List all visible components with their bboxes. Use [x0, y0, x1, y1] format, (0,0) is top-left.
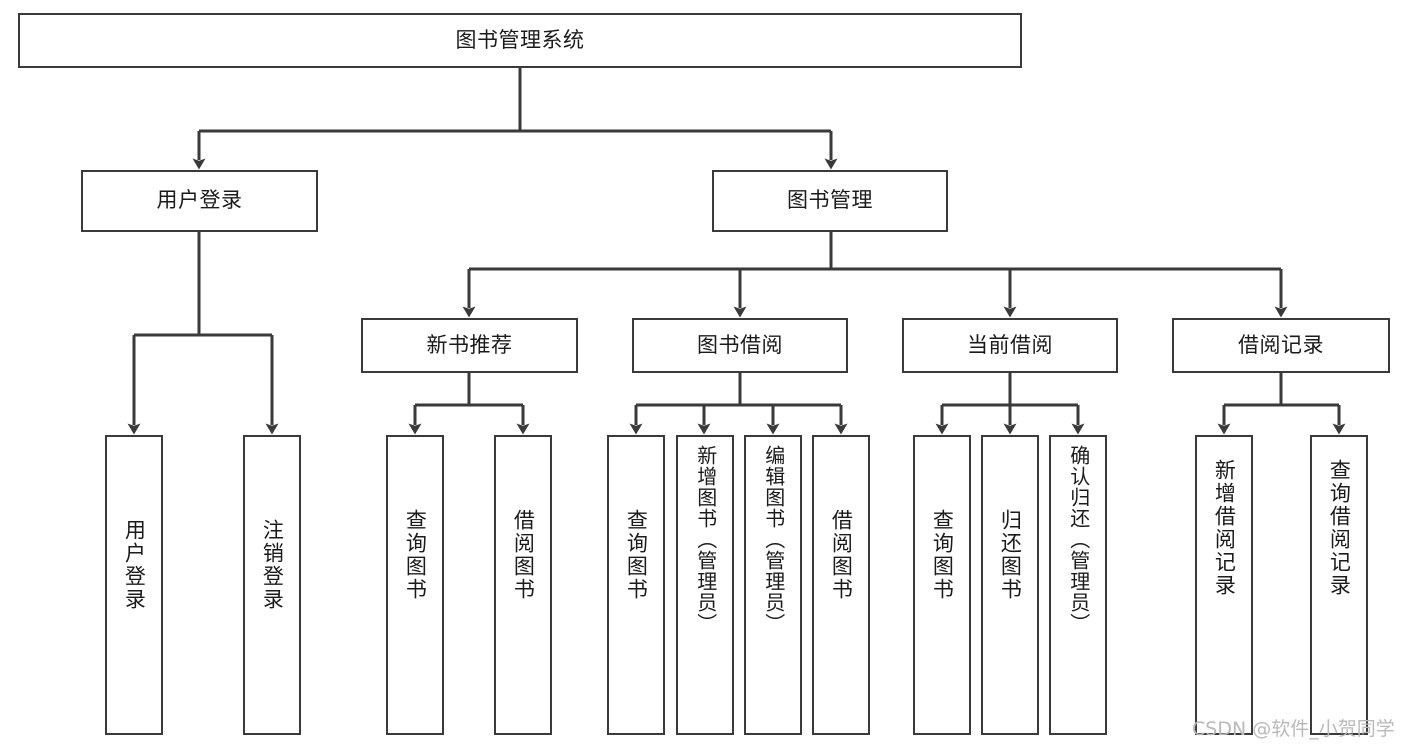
leaf-query-book-2-label: 查询图书: [624, 509, 649, 601]
node-user-login[interactable]: 用户登录: [81, 170, 318, 232]
node-new-book-recommend-label: 新书推荐: [426, 332, 513, 357]
leaf-return-book[interactable]: 归还图书: [981, 435, 1039, 735]
leaf-add-record[interactable]: 新增借阅记录: [1195, 435, 1253, 735]
node-root[interactable]: 图书管理系统: [18, 13, 1022, 68]
node-book-borrow[interactable]: 图书借阅: [632, 318, 848, 373]
node-user-login-label: 用户登录: [156, 188, 243, 213]
watermark-csdn: CSDN @软件_小贺同学: [1192, 718, 1395, 740]
leaf-query-book-3-label: 查询图书: [930, 509, 955, 601]
leaf-user-login[interactable]: 用户登录: [105, 435, 163, 735]
leaf-edit-book[interactable]: 编辑图书（管理员）: [744, 435, 802, 735]
node-borrow-record[interactable]: 借阅记录: [1172, 318, 1390, 373]
leaf-add-book[interactable]: 新增图书（管理员）: [676, 435, 734, 735]
leaf-add-record-label: 新增借阅记录: [1212, 459, 1237, 597]
leaf-return-book-label: 归还图书: [998, 509, 1023, 601]
leaf-confirm-return[interactable]: 确认归还（管理员）: [1049, 435, 1107, 735]
leaf-query-book-3[interactable]: 查询图书: [913, 435, 971, 735]
leaf-user-logout[interactable]: 注销登录: [243, 435, 301, 735]
leaf-user-logout-label: 注销登录: [260, 519, 285, 611]
leaf-borrow-book-1[interactable]: 借阅图书: [494, 435, 552, 735]
leaf-query-record-label: 查询借阅记录: [1327, 459, 1352, 597]
leaf-query-book-1[interactable]: 查询图书: [386, 435, 444, 735]
leaf-query-record[interactable]: 查询借阅记录: [1310, 435, 1368, 735]
leaf-query-book-1-label: 查询图书: [403, 509, 428, 601]
node-borrow-record-label: 借阅记录: [1238, 332, 1324, 357]
node-current-borrow-label: 当前借阅: [967, 332, 1053, 357]
node-root-label: 图书管理系统: [455, 27, 585, 52]
node-new-book-recommend[interactable]: 新书推荐: [361, 318, 578, 373]
node-book-management[interactable]: 图书管理: [712, 170, 948, 232]
leaf-confirm-return-label: 确认归还（管理员）: [1066, 445, 1091, 634]
leaf-query-book-2[interactable]: 查询图书: [607, 435, 665, 735]
leaf-user-login-label: 用户登录: [122, 519, 147, 611]
leaf-borrow-book-2[interactable]: 借阅图书: [812, 435, 870, 735]
node-current-borrow[interactable]: 当前借阅: [902, 318, 1118, 373]
leaf-add-book-label: 新增图书（管理员）: [693, 445, 718, 634]
node-book-management-label: 图书管理: [787, 188, 873, 213]
leaf-edit-book-label: 编辑图书（管理员）: [761, 445, 786, 634]
leaf-borrow-book-2-label: 借阅图书: [829, 509, 854, 601]
leaf-borrow-book-1-label: 借阅图书: [511, 509, 536, 601]
node-book-borrow-label: 图书借阅: [697, 332, 783, 357]
